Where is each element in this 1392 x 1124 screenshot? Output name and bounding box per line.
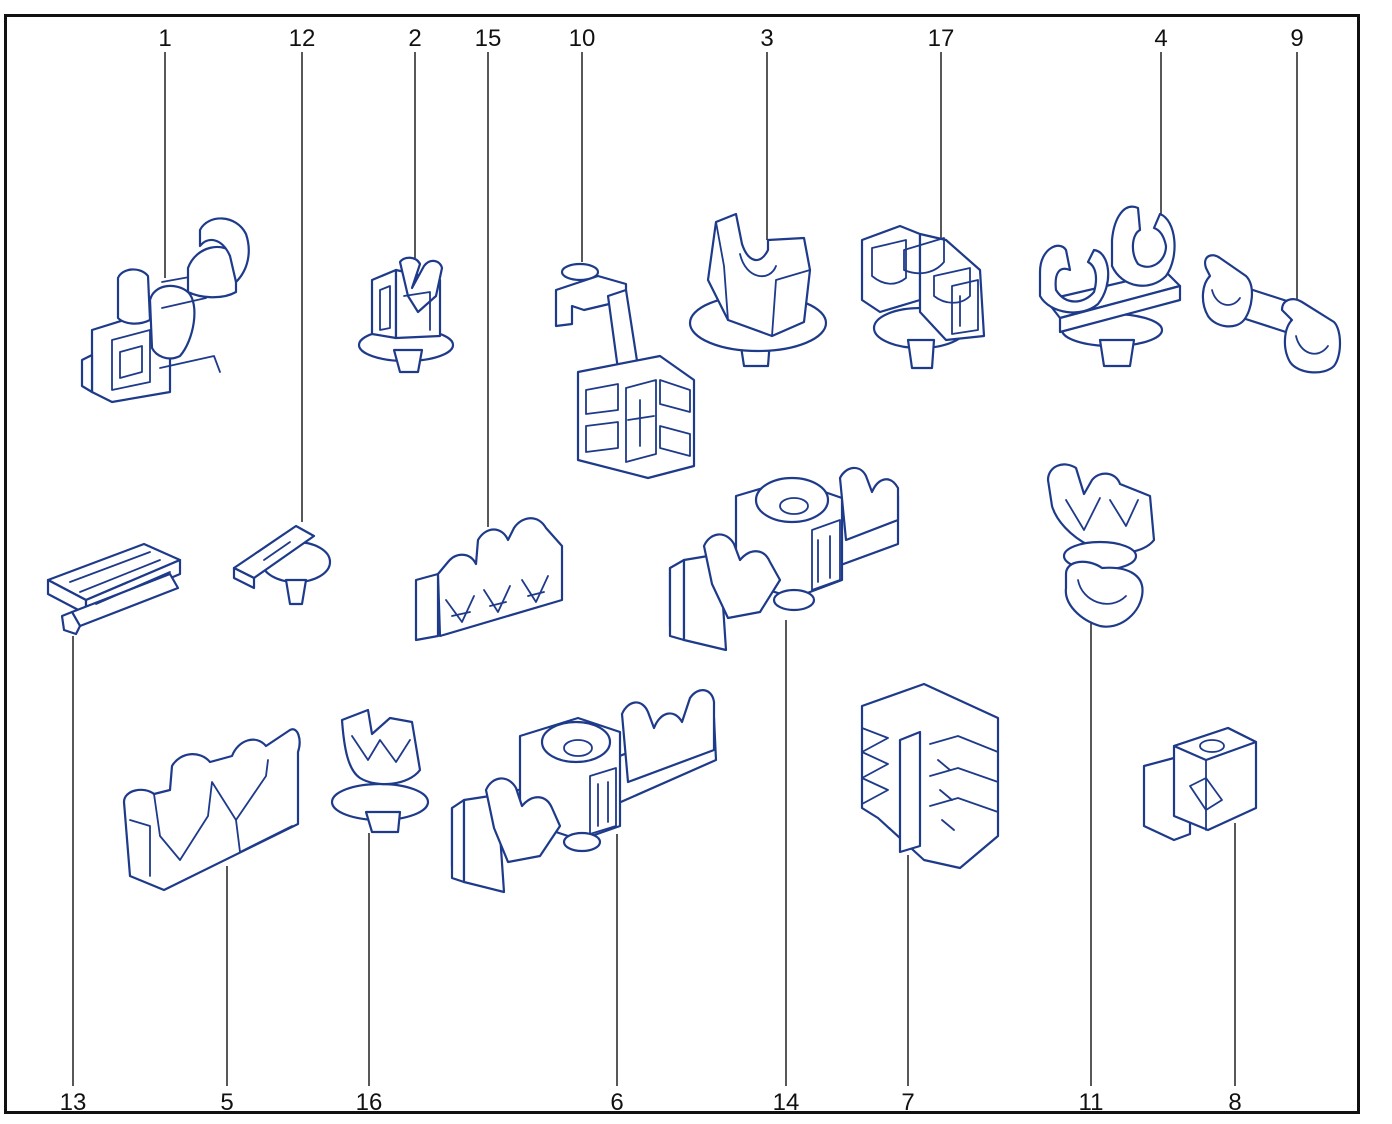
part-16-push-in-pipe-clip-small xyxy=(330,708,430,834)
callout-4-label: 4 xyxy=(1154,25,1167,52)
callout-11: 11 xyxy=(1079,618,1104,1116)
callout-8: 8 xyxy=(1228,823,1242,1116)
callout-3-label: 3 xyxy=(760,25,773,52)
callout-13: 13 xyxy=(60,636,87,1116)
part-7-stacked-pipe-holder xyxy=(860,682,1000,870)
callout-3: 3 xyxy=(760,25,774,240)
callout-14-label: 14 xyxy=(773,1089,800,1116)
callout-17-label: 17 xyxy=(928,25,955,52)
callout-6: 6 xyxy=(610,834,624,1116)
part-10-bracket-pipe-holder xyxy=(554,262,696,480)
callout-16-label: 16 xyxy=(356,1089,383,1116)
part-8-block-clip xyxy=(1142,726,1258,842)
part-3-single-pipe-clip-with-base xyxy=(688,212,828,368)
part-1-double-pipe-clip xyxy=(80,217,250,404)
callout-11-label: 11 xyxy=(1079,1089,1104,1116)
callout-16: 16 xyxy=(356,833,383,1116)
callout-10: 10 xyxy=(569,25,596,262)
callout-12: 12 xyxy=(289,25,316,522)
callout-14: 14 xyxy=(773,620,800,1116)
part-13-long-double-channel-clip xyxy=(46,542,182,636)
part-4-double-pipe-clip-with-stud xyxy=(1038,205,1182,368)
part-5-double-v-pipe-holder xyxy=(122,728,301,892)
callout-10-label: 10 xyxy=(569,25,596,52)
callout-12-label: 12 xyxy=(289,25,316,52)
callout-5: 5 xyxy=(220,866,234,1116)
part-15-triple-v-pipe-holder xyxy=(414,517,564,642)
callout-8-label: 8 xyxy=(1228,1089,1241,1116)
callout-15: 15 xyxy=(475,25,502,527)
callout-7: 7 xyxy=(901,855,915,1116)
part-11-stacked-ring-clip xyxy=(1046,463,1156,628)
callout-2-label: 2 xyxy=(408,25,421,52)
callout-4: 4 xyxy=(1154,25,1168,214)
part-12-small-push-clip xyxy=(232,524,332,606)
callout-6-label: 6 xyxy=(610,1089,623,1116)
callout-1-label: 1 xyxy=(158,25,171,52)
part-6-multi-pipe-holder-with-stud xyxy=(450,689,718,894)
callout-1: 1 xyxy=(158,25,172,278)
callout-17: 17 xyxy=(928,25,955,240)
callout-9-label: 9 xyxy=(1290,25,1303,52)
part-2-push-in-pipe-clip xyxy=(357,256,455,374)
callout-13-label: 13 xyxy=(60,1089,87,1116)
part-9-double-ring-clip xyxy=(1201,254,1342,374)
callout-5-label: 5 xyxy=(220,1089,233,1116)
diagram-frame xyxy=(4,14,1360,1114)
part-17-double-pipe-clip-with-base xyxy=(860,224,986,370)
callout-15-label: 15 xyxy=(475,25,502,52)
callout-7-label: 7 xyxy=(901,1089,914,1116)
part-14-multi-pipe-holder-with-stud xyxy=(668,466,900,652)
callout-9: 9 xyxy=(1290,25,1304,302)
callout-2: 2 xyxy=(408,25,422,258)
